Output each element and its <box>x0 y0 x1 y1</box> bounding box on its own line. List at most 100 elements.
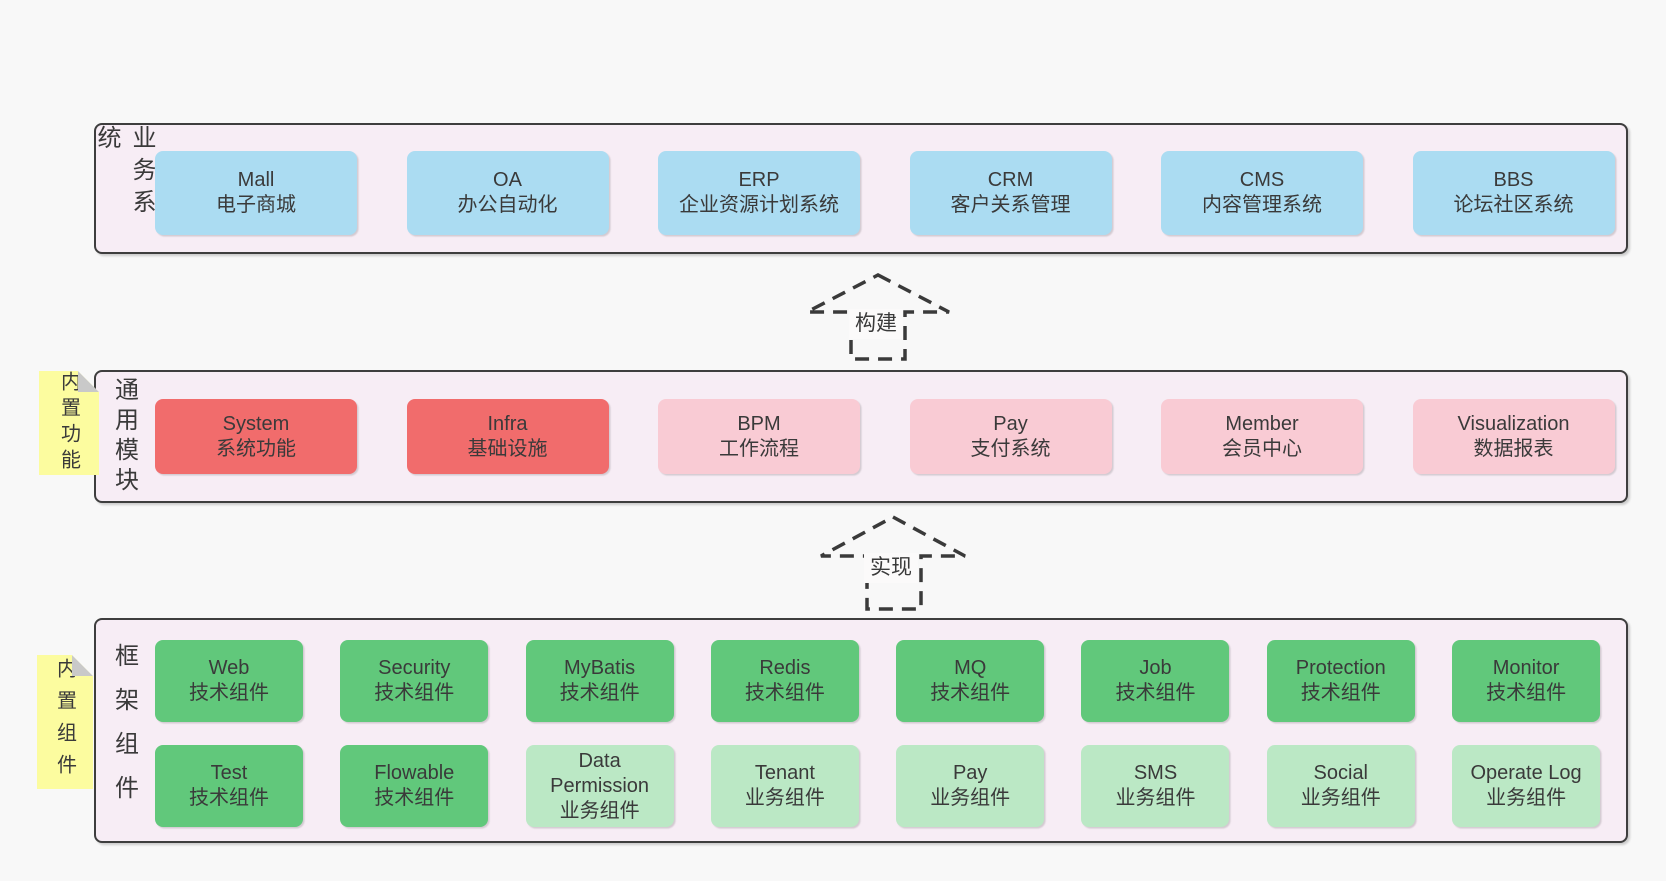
box-subtitle: 技术组件 <box>1115 682 1196 704</box>
box-title: System <box>222 412 290 435</box>
note-built-in-components: 内置组件 <box>37 655 93 789</box>
box-title: Redis <box>759 657 811 679</box>
box-cms: CMS 内容管理系统 <box>1161 151 1363 235</box>
box-subtitle: 办公自动化 <box>457 194 558 216</box>
box-title: SMS <box>1133 762 1178 784</box>
box-title: Operate Log <box>1470 762 1582 784</box>
box-subtitle: 技术组件 <box>744 682 825 704</box>
box-subtitle: 系统功能 <box>216 437 296 460</box>
build-arrow-icon <box>806 273 950 361</box>
box-title: Data Permission <box>550 749 650 797</box>
box-subtitle: 业务组件 <box>559 799 640 822</box>
box-subtitle: 内容管理系统 <box>1202 194 1322 216</box>
box-job: Job 技术组件 <box>1081 640 1230 722</box>
box-title: Visualization <box>1457 412 1570 435</box>
box-title: Pay <box>993 412 1028 435</box>
box-subtitle: 业务组件 <box>1300 787 1381 809</box>
box-title: Mall <box>237 169 275 191</box>
box-subtitle: 工作流程 <box>719 437 799 460</box>
box-title: Protection <box>1295 657 1386 679</box>
box-title: Member <box>1225 412 1299 435</box>
implement-arrow-icon <box>820 515 966 611</box>
band-business-systems: 业务系统 Mall 电子商城 OA 办公自动化 ERP 企业资源计划系统 CRM… <box>93 123 1628 254</box>
box-subtitle: 客户关系管理 <box>950 194 1071 216</box>
build-arrow-label: 构建 <box>849 309 903 339</box>
band-label-business-systems: 业务系统 <box>93 125 155 221</box>
box-title: OA <box>493 169 522 191</box>
business-systems-row: Mall 电子商城 OA 办公自动化 ERP 企业资源计划系统 CRM 客户关系… <box>155 151 1615 235</box>
box-subtitle: 技术组件 <box>559 682 640 704</box>
box-member: Member 会员中心 <box>1161 399 1363 474</box>
box-infra: Infra 基础设施 <box>406 399 609 474</box>
box-subtitle: 论坛社区系统 <box>1453 194 1574 216</box>
box-mall: Mall 电子商城 <box>155 151 357 235</box>
box-pay-system: Pay 支付系统 <box>909 399 1112 474</box>
box-subtitle: 技术组件 <box>189 682 269 704</box>
box-title: Infra <box>487 412 528 435</box>
box-subtitle: 业务组件 <box>1486 787 1567 809</box>
box-protection: Protection 技术组件 <box>1266 640 1415 722</box>
box-monitor: Monitor 技术组件 <box>1452 640 1601 722</box>
box-title: Monitor <box>1492 657 1560 679</box>
box-bbs: BBS 论坛社区系统 <box>1412 151 1615 235</box>
box-title: Job <box>1139 657 1172 679</box>
common-modules-row: System 系统功能 Infra 基础设施 BPM 工作流程 Pay 支付系统… <box>155 399 1615 474</box>
band-framework-components: 框架组件 Web 技术组件 Security 技术组件 MyBatis 技术组件… <box>94 618 1628 843</box>
box-redis: Redis 技术组件 <box>710 640 859 722</box>
box-title: BPM <box>737 412 781 435</box>
box-mybatis: MyBatis 技术组件 <box>525 640 674 722</box>
box-title: Flowable <box>374 762 455 784</box>
box-subtitle: 技术组件 <box>1486 682 1567 704</box>
implement-arrow-label: 实现 <box>864 553 918 583</box>
box-title: Test <box>210 762 248 784</box>
box-subtitle: 数据报表 <box>1473 437 1554 460</box>
note-built-in-features: 内置功能 <box>39 371 99 475</box>
box-web: Web 技术组件 <box>155 640 303 722</box>
box-system: System 系统功能 <box>155 399 357 474</box>
box-title: Security <box>378 657 451 679</box>
box-title: CRM <box>987 169 1034 191</box>
box-subtitle: 企业资源计划系统 <box>679 194 839 216</box>
box-title: CMS <box>1239 169 1285 191</box>
box-subtitle: 技术组件 <box>930 682 1011 704</box>
box-sms: SMS 业务组件 <box>1081 745 1230 827</box>
box-security: Security 技术组件 <box>340 640 489 722</box>
box-subtitle: 基础设施 <box>467 437 548 460</box>
box-mq: MQ 技术组件 <box>896 640 1045 722</box>
box-test: Test 技术组件 <box>155 745 303 827</box>
box-oa: OA 办公自动化 <box>406 151 609 235</box>
box-title: Tenant <box>754 762 815 784</box>
box-subtitle: 支付系统 <box>970 437 1051 460</box>
framework-components-row-2: Test 技术组件 Flowable 技术组件 Data Permission … <box>155 745 1601 827</box>
box-title: Web <box>208 657 250 679</box>
box-title: BBS <box>1493 169 1534 191</box>
box-visualization: Visualization 数据报表 <box>1412 399 1615 474</box>
box-title: Social <box>1313 762 1369 784</box>
box-title: MQ <box>954 657 987 679</box>
box-flowable: Flowable 技术组件 <box>340 745 489 827</box>
band-label-framework-components: 框架组件 <box>110 642 138 819</box>
box-subtitle: 技术组件 <box>1300 682 1381 704</box>
box-data-permission: Data Permission 业务组件 <box>525 745 674 827</box>
box-pay-component: Pay 业务组件 <box>896 745 1045 827</box>
box-title: ERP <box>738 169 780 191</box>
band-common-modules: 通用模块 System 系统功能 Infra 基础设施 BPM 工作流程 Pay… <box>94 370 1628 503</box>
box-subtitle: 技术组件 <box>374 787 455 809</box>
box-erp: ERP 企业资源计划系统 <box>658 151 860 235</box>
box-social: Social 业务组件 <box>1266 745 1415 827</box>
box-bpm: BPM 工作流程 <box>658 399 860 474</box>
box-crm: CRM 客户关系管理 <box>909 151 1112 235</box>
box-subtitle: 会员中心 <box>1222 437 1302 460</box>
box-subtitle: 业务组件 <box>744 787 825 809</box>
box-subtitle: 业务组件 <box>1115 787 1196 809</box>
box-subtitle: 电子商城 <box>216 194 296 216</box>
box-subtitle: 技术组件 <box>374 682 455 704</box>
box-title: Pay <box>952 762 988 784</box>
box-tenant: Tenant 业务组件 <box>710 745 859 827</box>
framework-components-row-1: Web 技术组件 Security 技术组件 MyBatis 技术组件 Redi… <box>155 640 1601 722</box>
band-label-common-modules: 通用模块 <box>110 376 138 497</box>
box-subtitle: 技术组件 <box>189 787 269 809</box>
box-operate-log: Operate Log 业务组件 <box>1452 745 1601 827</box>
box-subtitle: 业务组件 <box>930 787 1011 809</box>
box-title: MyBatis <box>564 657 636 679</box>
